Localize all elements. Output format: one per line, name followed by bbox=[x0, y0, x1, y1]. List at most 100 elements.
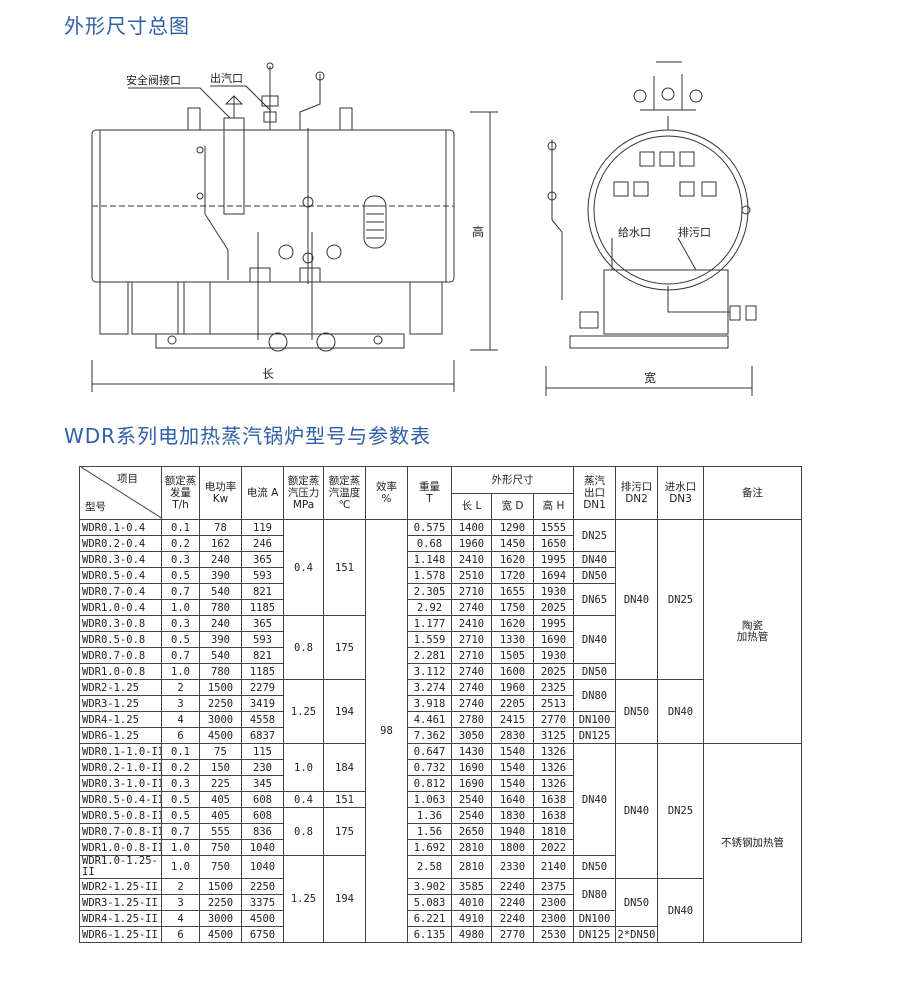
label-width: 宽 bbox=[644, 370, 656, 385]
width-cell: 1620 bbox=[491, 615, 534, 632]
power-cell: 2250 bbox=[199, 695, 242, 712]
width-cell: 1640 bbox=[491, 791, 534, 808]
weight-cell: 7.362 bbox=[407, 727, 452, 744]
capacity-cell: 0.1 bbox=[161, 519, 200, 536]
power-cell: 240 bbox=[199, 615, 242, 632]
current-cell: 365 bbox=[241, 551, 284, 568]
weight-cell: 6.135 bbox=[407, 926, 452, 943]
weight-cell: 5.083 bbox=[407, 894, 452, 911]
pressure-cell: 0.4 bbox=[283, 519, 324, 616]
height-cell: 2770 bbox=[533, 711, 574, 728]
pressure-cell: 0.4 bbox=[283, 791, 324, 808]
capacity-cell: 3 bbox=[161, 894, 200, 911]
capacity-cell: 1.0 bbox=[161, 839, 200, 856]
width-cell: 1540 bbox=[491, 775, 534, 792]
dn3-cell: DN25 bbox=[657, 743, 704, 879]
height-cell: 2375 bbox=[533, 878, 574, 895]
power-cell: 555 bbox=[199, 823, 242, 840]
weight-cell: 3.274 bbox=[407, 679, 452, 696]
width-cell: 1540 bbox=[491, 759, 534, 776]
height-cell: 1690 bbox=[533, 631, 574, 648]
length-cell: 2650 bbox=[451, 823, 492, 840]
capacity-cell: 2 bbox=[161, 679, 200, 696]
height-cell: 2140 bbox=[533, 855, 574, 879]
temperature-cell: 184 bbox=[323, 743, 366, 792]
dn1-cell: DN40 bbox=[573, 743, 616, 856]
temperature-cell: 151 bbox=[323, 519, 366, 616]
current-cell: 119 bbox=[241, 519, 284, 536]
label-feed-water: 给水口 bbox=[618, 226, 651, 239]
width-cell: 2770 bbox=[491, 926, 534, 943]
length-cell: 2410 bbox=[451, 615, 492, 632]
weight-cell: 2.305 bbox=[407, 583, 452, 600]
height-cell: 1995 bbox=[533, 551, 574, 568]
height-cell: 1810 bbox=[533, 823, 574, 840]
length-cell: 2810 bbox=[451, 839, 492, 856]
current-cell: 115 bbox=[241, 743, 284, 760]
current-cell: 821 bbox=[241, 647, 284, 664]
capacity-cell: 0.7 bbox=[161, 647, 200, 664]
width-cell: 1720 bbox=[491, 567, 534, 584]
power-cell: 405 bbox=[199, 807, 242, 824]
power-cell: 78 bbox=[199, 519, 242, 536]
height-cell: 2022 bbox=[533, 839, 574, 856]
pressure-cell: 1.0 bbox=[283, 743, 324, 792]
capacity-cell: 0.3 bbox=[161, 551, 200, 568]
weight-cell: 1.559 bbox=[407, 631, 452, 648]
capacity-cell: 0.7 bbox=[161, 823, 200, 840]
width-cell: 2415 bbox=[491, 711, 534, 728]
weight-cell: 1.692 bbox=[407, 839, 452, 856]
length-cell: 2710 bbox=[451, 583, 492, 600]
dn2-cell: DN50 bbox=[615, 679, 658, 744]
width-cell: 1960 bbox=[491, 679, 534, 696]
capacity-cell: 1.0 bbox=[161, 599, 200, 616]
dn1-cell: DN80 bbox=[573, 878, 616, 911]
length-cell: 2540 bbox=[451, 791, 492, 808]
weight-cell: 2.92 bbox=[407, 599, 452, 616]
current-cell: 593 bbox=[241, 567, 284, 584]
length-cell: 2710 bbox=[451, 631, 492, 648]
height-cell: 2300 bbox=[533, 910, 574, 927]
model-cell: WDR0.3-1.0-II bbox=[79, 775, 162, 792]
width-cell: 1620 bbox=[491, 551, 534, 568]
dn1-cell: DN50 bbox=[573, 567, 616, 584]
capacity-cell: 0.3 bbox=[161, 615, 200, 632]
length-cell: 2780 bbox=[451, 711, 492, 728]
capacity-cell: 0.7 bbox=[161, 583, 200, 600]
model-cell: WDR0.2-0.4 bbox=[79, 535, 162, 552]
dn1-cell: DN50 bbox=[573, 663, 616, 680]
capacity-cell: 0.1 bbox=[161, 743, 200, 760]
current-cell: 608 bbox=[241, 807, 284, 824]
length-cell: 1960 bbox=[451, 535, 492, 552]
length-cell: 2740 bbox=[451, 679, 492, 696]
power-cell: 1500 bbox=[199, 679, 242, 696]
height-cell: 1650 bbox=[533, 535, 574, 552]
boiler-outline-drawing: 安全阀接口 出汽口 长 高 给水口 排污口 宽 bbox=[91, 61, 757, 396]
notes-cell: 不锈钢加热管 bbox=[703, 743, 802, 943]
width-cell: 1600 bbox=[491, 663, 534, 680]
label-safety-valve: 安全阀接口 bbox=[126, 73, 181, 87]
label-height: 高 bbox=[472, 224, 484, 239]
height-cell: 2530 bbox=[533, 926, 574, 943]
length-cell: 2740 bbox=[451, 599, 492, 616]
power-cell: 780 bbox=[199, 599, 242, 616]
height-cell: 2300 bbox=[533, 894, 574, 911]
weight-cell: 1.36 bbox=[407, 807, 452, 824]
dn1-cell: DN65 bbox=[573, 583, 616, 616]
weight-cell: 0.732 bbox=[407, 759, 452, 776]
current-cell: 1185 bbox=[241, 599, 284, 616]
power-cell: 750 bbox=[199, 839, 242, 856]
width-cell: 1750 bbox=[491, 599, 534, 616]
current-cell: 2279 bbox=[241, 679, 284, 696]
length-cell: 4010 bbox=[451, 894, 492, 911]
weight-cell: 3.112 bbox=[407, 663, 452, 680]
weight-cell: 2.281 bbox=[407, 647, 452, 664]
